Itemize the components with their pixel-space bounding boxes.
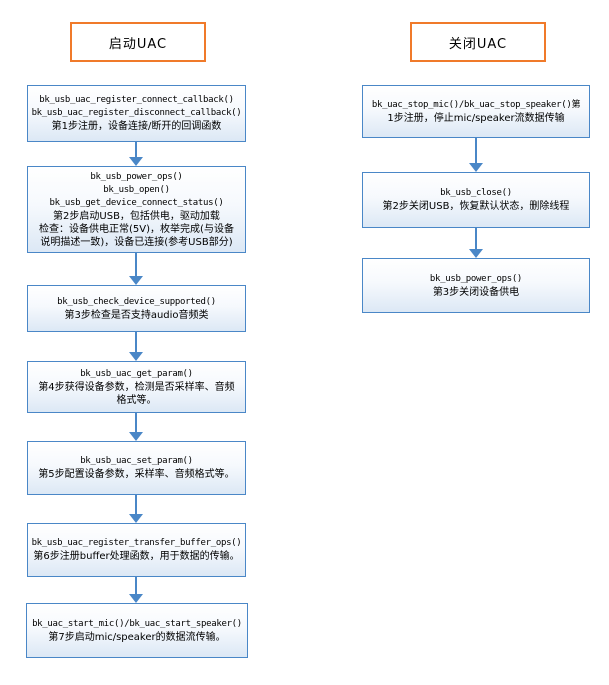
arrow-head (469, 249, 483, 258)
arrow-head (129, 514, 143, 523)
start-step-3-box: bk_usb_check_device_supported() 第3步检查是否支… (27, 285, 246, 332)
arrow-down-icon (129, 577, 143, 603)
arrow-head (129, 594, 143, 603)
step-desc-line: 1步注册，停止mic/speaker流数据传输 (387, 112, 565, 124)
arrow-shaft (135, 253, 137, 277)
step-desc-line: 说明描述一致)，设备已连接(参考USB部分) (40, 236, 233, 248)
start-uac-title: 启动UAC (70, 22, 206, 62)
arrow-down-icon (129, 253, 143, 285)
step-code-line: bk_usb_close() (440, 188, 512, 198)
step-code-line: bk_usb_uac_register_disconnect_callback(… (31, 108, 242, 118)
arrow-head (129, 157, 143, 166)
step-code-line: bk_uac_stop_mic()/bk_uac_stop_speaker()第 (371, 99, 581, 110)
stop-step-3-box: bk_usb_power_ops() 第3步关闭设备供电 (362, 258, 590, 313)
step-desc-line: 第2步启动USB，包括供电，驱动加载 (53, 210, 220, 222)
arrow-shaft (135, 142, 137, 158)
arrow-down-icon (129, 413, 143, 441)
step-code-line: bk_usb_uac_get_param() (80, 368, 193, 379)
arrow-shaft (135, 413, 137, 433)
arrow-shaft (135, 332, 137, 353)
step-desc-line: 第4步获得设备参数，检测是否采样率、音频 (38, 381, 235, 393)
arrow-head (129, 352, 143, 361)
start-step-7-box: bk_uac_start_mic()/bk_uac_start_speaker(… (26, 603, 248, 658)
arrow-shaft (135, 495, 137, 515)
step-desc-line: 第3步关闭设备供电 (432, 286, 520, 298)
start-step-2-box: bk_usb_power_ops() bk_usb_open() bk_usb_… (27, 166, 246, 253)
stop-step-2-box: bk_usb_close() 第2步关闭USB，恢复默认状态，删除线程 (362, 172, 590, 228)
step-desc-line: 第1步注册，设备连接/断开的回调函数 (51, 121, 222, 132)
step-desc-line: 格式等。 (116, 394, 157, 406)
arrow-down-icon (469, 228, 483, 258)
step-desc-line: 第2步关闭USB，恢复默认状态，删除线程 (382, 201, 570, 212)
arrow-head (129, 432, 143, 441)
step-desc-line: 第3步检查是否支持audio音频类 (64, 309, 209, 321)
arrow-down-icon (129, 332, 143, 361)
step-code-line: bk_usb_get_device_connect_status() (49, 197, 224, 208)
step-code-line: bk_usb_power_ops() (90, 171, 183, 182)
arrow-shaft (475, 228, 477, 250)
step-code-line: bk_uac_start_mic()/bk_uac_start_speaker(… (32, 618, 242, 629)
arrow-down-icon (129, 142, 143, 166)
step-code-line: bk_usb_uac_set_param() (80, 456, 193, 466)
start-step-6-box: bk_usb_uac_register_transfer_buffer_ops(… (27, 523, 246, 577)
start-step-4-box: bk_usb_uac_get_param() 第4步获得设备参数，检测是否采样率… (27, 361, 246, 413)
arrow-head (469, 163, 483, 172)
arrow-down-icon (469, 138, 483, 172)
step-code-line: bk_usb_uac_register_transfer_buffer_ops(… (31, 538, 242, 548)
step-desc-line: 第6步注册buffer处理函数，用于数据的传输。 (33, 551, 240, 562)
step-code-line: bk_usb_check_device_supported() (57, 296, 216, 307)
start-step-1-box: bk_usb_uac_register_connect_callback() b… (27, 85, 246, 142)
start-step-5-box: bk_usb_uac_set_param() 第5步配置设备参数，采样率、音频格… (27, 441, 246, 495)
step-desc-line: 第7步启动mic/speaker的数据流传输。 (48, 631, 226, 643)
step-code-line: bk_usb_open() (103, 184, 170, 195)
step-code-line: bk_usb_uac_register_connect_callback() (39, 95, 234, 105)
stop-uac-title: 关闭UAC (410, 22, 546, 62)
step-desc-line: 检查：设备供电正常(5V)，枚举完成(与设备 (39, 223, 234, 235)
step-desc-line: 第5步配置设备参数，采样率、音频格式等。 (38, 469, 235, 480)
step-code-line: bk_usb_power_ops() (429, 273, 523, 284)
arrow-shaft (135, 577, 137, 595)
stop-step-1-box: bk_uac_stop_mic()/bk_uac_stop_speaker()第… (362, 85, 590, 138)
arrow-down-icon (129, 495, 143, 523)
arrow-head (129, 276, 143, 285)
arrow-shaft (475, 138, 477, 164)
